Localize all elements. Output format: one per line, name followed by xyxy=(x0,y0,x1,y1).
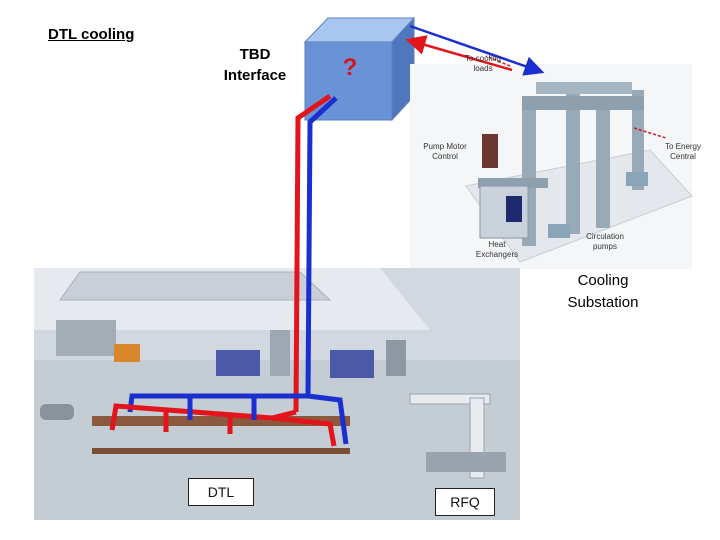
orange-units xyxy=(114,344,140,362)
substation-pipe-horizontal-2 xyxy=(536,82,632,94)
return-pipe-branch xyxy=(307,393,349,445)
note-line: Control xyxy=(432,152,458,161)
substation-pipe-vertical-3 xyxy=(596,96,610,228)
facility-ceiling-grid xyxy=(59,271,332,301)
note-line: Pump Motor xyxy=(423,142,467,151)
arrow-to-energy-central xyxy=(633,127,667,139)
pump-motor-cabinet xyxy=(482,134,498,168)
note-line: loads xyxy=(473,64,493,73)
return-arrow-from-cube xyxy=(409,24,545,76)
rfq-label: RFQ xyxy=(435,488,495,516)
substation-label-line1: Cooling xyxy=(577,272,629,289)
supply-pipe-riser xyxy=(293,93,332,413)
supply-pipe-header xyxy=(109,403,297,431)
note-heat-exchangers: Heat Exchangers xyxy=(468,240,526,260)
substation-pipe-vertical-2 xyxy=(566,84,580,234)
arrow-to-cooling-loads xyxy=(485,55,511,67)
circulation-pump-1 xyxy=(548,224,570,238)
note-line: To Energy xyxy=(664,142,702,151)
note-pump-motor-control: Pump Motor Control xyxy=(412,142,478,162)
dtl-label: DTL xyxy=(188,478,254,506)
supply-pipe-branch xyxy=(271,415,337,447)
tbd-interface-label: TBD Interface xyxy=(210,44,300,86)
rack-group-3 xyxy=(270,330,290,376)
note-to-energy-central: To Energy Central xyxy=(654,142,712,162)
note-line: Exchangers xyxy=(475,250,519,259)
beamline-rail xyxy=(92,448,350,454)
note-line: To cooling xyxy=(464,54,502,63)
substation-label-line2: Substation xyxy=(567,294,639,311)
cube-question-mark: ? xyxy=(342,54,358,81)
diagram-title: DTL cooling xyxy=(48,26,135,43)
crane-arm xyxy=(409,393,491,405)
cooling-substation-label: Cooling Substation xyxy=(548,270,658,314)
valve-block xyxy=(506,196,522,222)
rack-group-2 xyxy=(216,350,260,376)
note-line: Circulation xyxy=(586,232,624,241)
tank-left xyxy=(40,404,74,420)
circulation-pump-2 xyxy=(626,172,648,186)
note-line: Central xyxy=(670,152,696,161)
cube-front-face xyxy=(304,41,393,121)
note-to-cooling-loads: To cooling loads xyxy=(452,54,514,74)
supply-arrow-to-loads xyxy=(405,35,513,72)
pipe-routing xyxy=(109,93,349,447)
note-line: pumps xyxy=(592,242,617,251)
substation-pipe-vertical-4 xyxy=(632,90,644,190)
dtl-beamline xyxy=(92,416,350,426)
interface-arrows xyxy=(405,24,545,76)
return-pipe-riser xyxy=(305,96,338,397)
tbd-label-line1: TBD xyxy=(239,46,271,63)
note-circulation-pumps: Circulation pumps xyxy=(576,232,634,252)
tbd-label-line2: Interface xyxy=(223,67,287,84)
substation-pipe-horizontal-1 xyxy=(522,96,644,110)
note-line: Heat xyxy=(488,240,506,249)
rack-group-1 xyxy=(56,320,116,356)
rfq-equipment xyxy=(426,452,506,472)
rack-group-5 xyxy=(386,340,406,376)
rack-group-4 xyxy=(330,350,374,378)
cooling-substation-render xyxy=(410,55,693,269)
substation-pipe-horizontal-3 xyxy=(478,178,548,188)
